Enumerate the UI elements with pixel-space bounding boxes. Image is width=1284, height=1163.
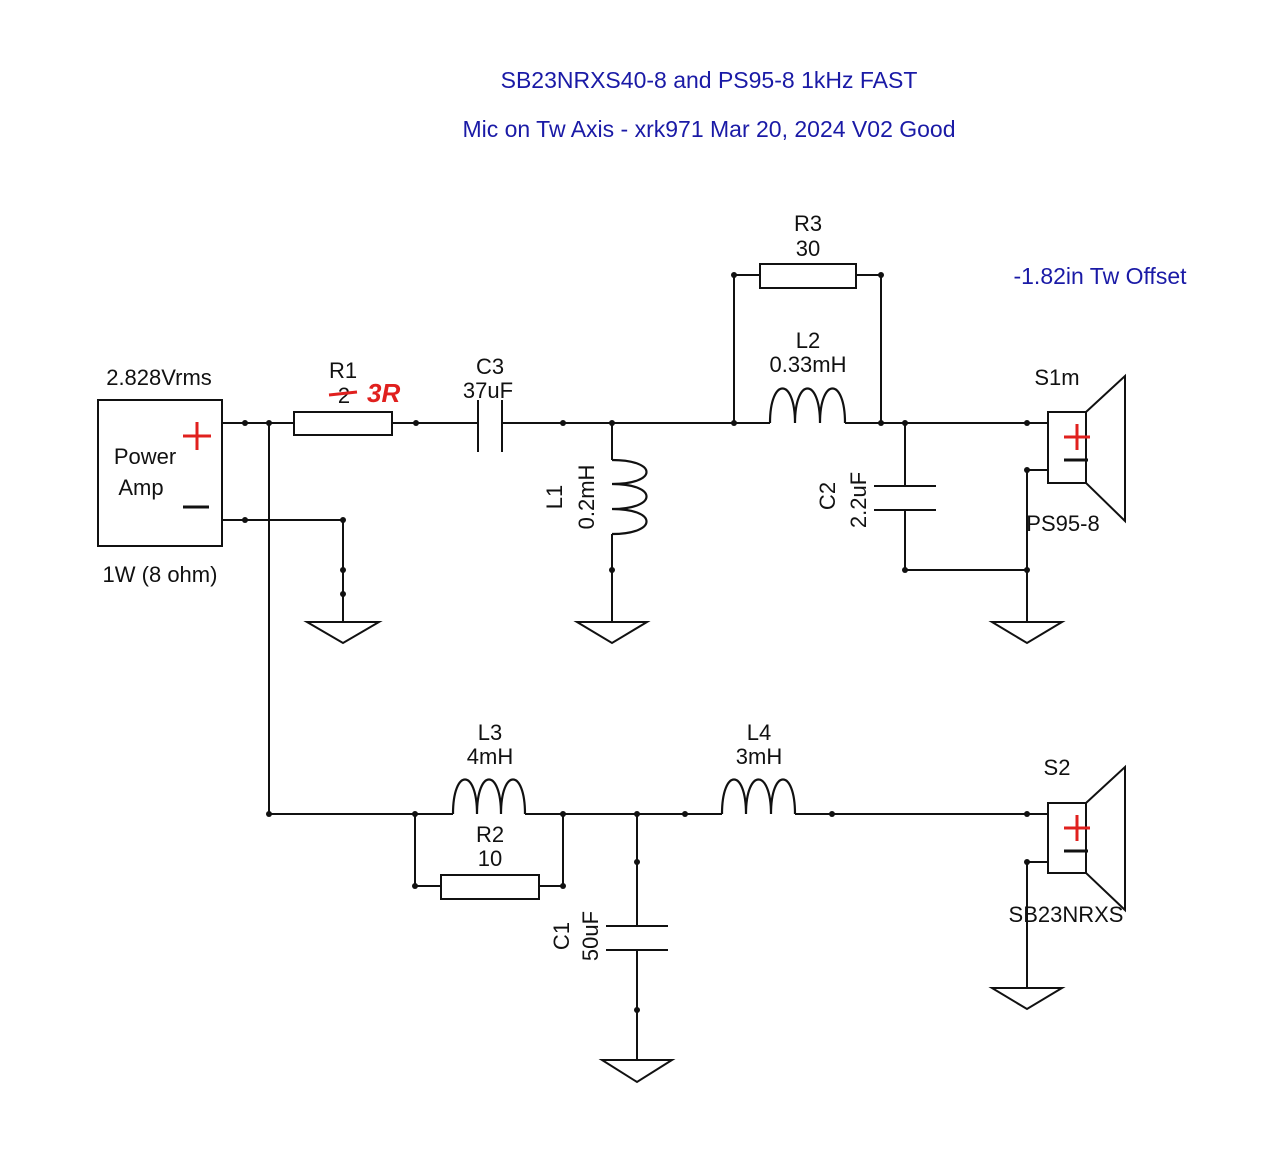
inductor-l4: [720, 778, 797, 815]
ground-icon: [598, 1059, 676, 1084]
speaker-s1-ref: S1m: [1034, 365, 1079, 390]
c1-value: 50uF: [578, 911, 603, 961]
r1-value: 2: [338, 383, 350, 408]
schematic-title: SB23NRXS40-8 and PS95-8 1kHz FAST: [501, 67, 918, 93]
l1-ref: L1: [542, 485, 567, 509]
amp-name-line1: Power: [114, 444, 176, 469]
ground-icon: [573, 621, 651, 645]
amp-name-line2: Amp: [118, 475, 163, 500]
c1-ref: C1: [549, 922, 574, 950]
power-amp: Power Amp: [97, 399, 223, 547]
speaker-s2-ref: S2: [1044, 755, 1071, 780]
r1-handwritten-value: 3R: [367, 378, 400, 408]
inductor-l1: [611, 458, 648, 536]
speaker-s1-model: PS95-8: [1026, 511, 1099, 536]
schematic-subtitle: Mic on Tw Axis - xrk971 Mar 20, 2024 V02…: [462, 116, 955, 142]
inductor-l3: [451, 778, 527, 815]
l2-value: 0.33mH: [769, 352, 846, 377]
r2-ref: R2: [476, 822, 504, 847]
c2-ref: C2: [815, 482, 840, 510]
junction-dots: [242, 272, 1030, 1013]
ground-icon: [988, 987, 1066, 1011]
speaker-s2-model: SB23NRXS: [1009, 902, 1124, 927]
amp-voltage-label: 2.828Vrms: [106, 365, 212, 390]
c3-value: 37uF: [463, 378, 513, 403]
r3-value: 30: [796, 236, 820, 261]
l1-value: 0.2mH: [574, 465, 599, 530]
c2-value: 2.2uF: [846, 472, 871, 528]
tweeter-offset-note: -1.82in Tw Offset: [1013, 263, 1187, 289]
resistor-r1: [293, 411, 393, 436]
ground-icon: [303, 621, 383, 645]
l4-value: 3mH: [736, 744, 782, 769]
r3-ref: R3: [794, 211, 822, 236]
r1-strikeout-mark: [328, 390, 358, 397]
amp-plus-icon: [183, 422, 211, 450]
ground-icon: [988, 621, 1066, 645]
resistor-r3: [759, 263, 857, 289]
speaker-s2: [1047, 764, 1126, 913]
l4-ref: L4: [747, 720, 771, 745]
l3-value: 4mH: [467, 744, 513, 769]
c3-ref: C3: [476, 354, 504, 379]
capacitor-c3: [477, 400, 503, 452]
l2-ref: L2: [796, 328, 820, 353]
inductor-l2: [768, 387, 847, 424]
r1-ref: R1: [329, 358, 357, 383]
ground-symbols: [303, 621, 1066, 1084]
capacitor-c2: [874, 485, 936, 511]
l3-ref: L3: [478, 720, 502, 745]
amp-power-label: 1W (8 ohm): [103, 562, 218, 587]
resistor-r2: [440, 874, 540, 900]
speaker-s1: [1047, 373, 1126, 524]
r2-value: 10: [478, 846, 502, 871]
speaker-s1-plus-icon: [1064, 424, 1090, 450]
capacitor-c1: [606, 925, 668, 951]
speaker-s2-plus-icon: [1064, 815, 1090, 841]
